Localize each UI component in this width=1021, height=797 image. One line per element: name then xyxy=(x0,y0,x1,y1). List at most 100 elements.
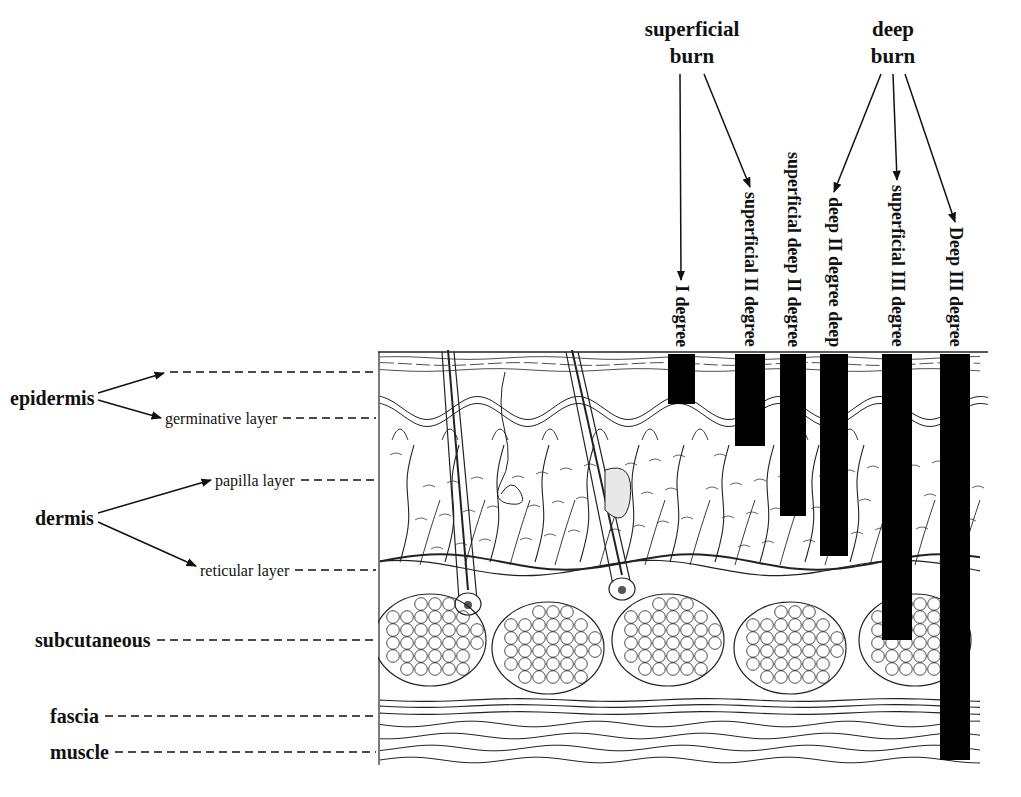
collagen-fibre xyxy=(924,494,936,496)
fat-cell xyxy=(575,632,588,645)
fat-cell xyxy=(817,645,830,658)
fat-cell xyxy=(667,598,680,611)
fat-cell xyxy=(443,624,456,637)
fat-cell xyxy=(831,645,844,658)
burn-degree: Deep III degree xyxy=(944,227,966,347)
section-edge xyxy=(378,352,379,765)
leader-arrow xyxy=(98,522,196,566)
depth-bar xyxy=(940,354,970,760)
fat-cell xyxy=(505,658,518,671)
fat-cell xyxy=(872,650,885,663)
collagen-fibre xyxy=(439,514,451,516)
fat-cell xyxy=(533,658,546,671)
vessel-branch xyxy=(580,445,594,562)
fat-lobule xyxy=(612,594,724,686)
fat-cell xyxy=(639,611,652,624)
collagen-fibre xyxy=(390,453,402,455)
fat-cell xyxy=(747,619,760,632)
level-line xyxy=(105,715,376,716)
fat-cell xyxy=(429,624,442,637)
burn-category: superficial burn xyxy=(627,16,757,71)
layer-group: dermis xyxy=(35,506,94,530)
muscle-fibre xyxy=(380,721,980,727)
fascia-line xyxy=(380,705,980,708)
fat-cell xyxy=(681,611,694,624)
fat-cell xyxy=(429,650,442,663)
sweat-gland xyxy=(498,372,523,504)
collagen-fibre xyxy=(762,541,774,543)
hair-bulb xyxy=(609,578,635,600)
leader-arrow xyxy=(834,74,881,192)
collagen-fibre xyxy=(625,463,637,465)
fat-cell xyxy=(457,637,470,650)
burn-category: deep burn xyxy=(853,16,933,71)
fat-cell xyxy=(415,637,428,650)
fat-cell xyxy=(914,598,927,611)
fat-cell xyxy=(639,663,652,676)
fat-cell xyxy=(817,671,830,684)
fat-cell xyxy=(900,663,913,676)
fat-cell xyxy=(519,671,532,684)
fat-cell xyxy=(589,645,602,658)
collagen-fibre xyxy=(560,468,572,470)
fat-cell xyxy=(775,645,788,658)
layer-name: papilla layer xyxy=(215,471,295,490)
layer-group: muscle xyxy=(50,740,109,764)
fat-cell xyxy=(429,611,442,624)
vessel-branch xyxy=(915,500,935,565)
collagen-fibre xyxy=(576,497,588,499)
fat-cell xyxy=(709,637,722,650)
fat-cell xyxy=(803,632,816,645)
fat-cell xyxy=(761,671,774,684)
fat-cell xyxy=(415,650,428,663)
sebaceous-gland xyxy=(605,468,631,518)
fat-cell xyxy=(789,632,802,645)
fat-cell xyxy=(561,619,574,632)
fat-lobule xyxy=(734,602,846,694)
layer-group: subcutaneous xyxy=(35,628,151,652)
fat-cell xyxy=(681,624,694,637)
fat-cell xyxy=(914,611,927,624)
fat-cell xyxy=(547,632,560,645)
fat-cell xyxy=(928,637,941,650)
collagen-fibre xyxy=(447,481,459,483)
fat-cell xyxy=(415,611,428,624)
fat-cell xyxy=(401,611,414,624)
fat-cell xyxy=(443,637,456,650)
fat-cell xyxy=(471,624,484,637)
depth-bar xyxy=(882,354,912,640)
vessel-branch xyxy=(715,445,729,562)
level-line xyxy=(170,371,376,372)
fat-cell xyxy=(817,632,830,645)
fat-cell xyxy=(681,598,694,611)
fat-cell xyxy=(639,650,652,663)
fat-cell xyxy=(667,650,680,663)
collagen-fibre xyxy=(859,499,871,501)
fat-cell xyxy=(533,645,546,658)
collagen-fibre xyxy=(722,516,734,518)
fat-cell xyxy=(533,632,546,645)
fat-cell xyxy=(575,671,588,684)
fat-cell xyxy=(415,598,428,611)
leader-arrow xyxy=(893,74,897,180)
collagen-fibre xyxy=(665,488,677,490)
fat-cell xyxy=(533,671,546,684)
collagen-fibre xyxy=(649,459,661,461)
collagen-fibre xyxy=(657,521,669,523)
vessel-branch xyxy=(735,500,755,565)
fat-cell xyxy=(471,637,484,650)
leader-arrow xyxy=(98,400,161,418)
layer-name: germinative layer xyxy=(165,409,277,428)
fat-cell xyxy=(505,645,518,658)
vessel-branch xyxy=(670,445,684,562)
collagen-fibre xyxy=(544,534,556,536)
fat-cell xyxy=(667,624,680,637)
fat-cell xyxy=(625,611,638,624)
leader-arrow xyxy=(704,74,750,187)
capillary-loop xyxy=(642,429,658,440)
leader-arrow xyxy=(98,373,164,393)
fat-lobule xyxy=(492,602,604,694)
skin-surface xyxy=(378,351,988,352)
collagen-fibre xyxy=(415,518,427,520)
fat-cell xyxy=(928,650,941,663)
